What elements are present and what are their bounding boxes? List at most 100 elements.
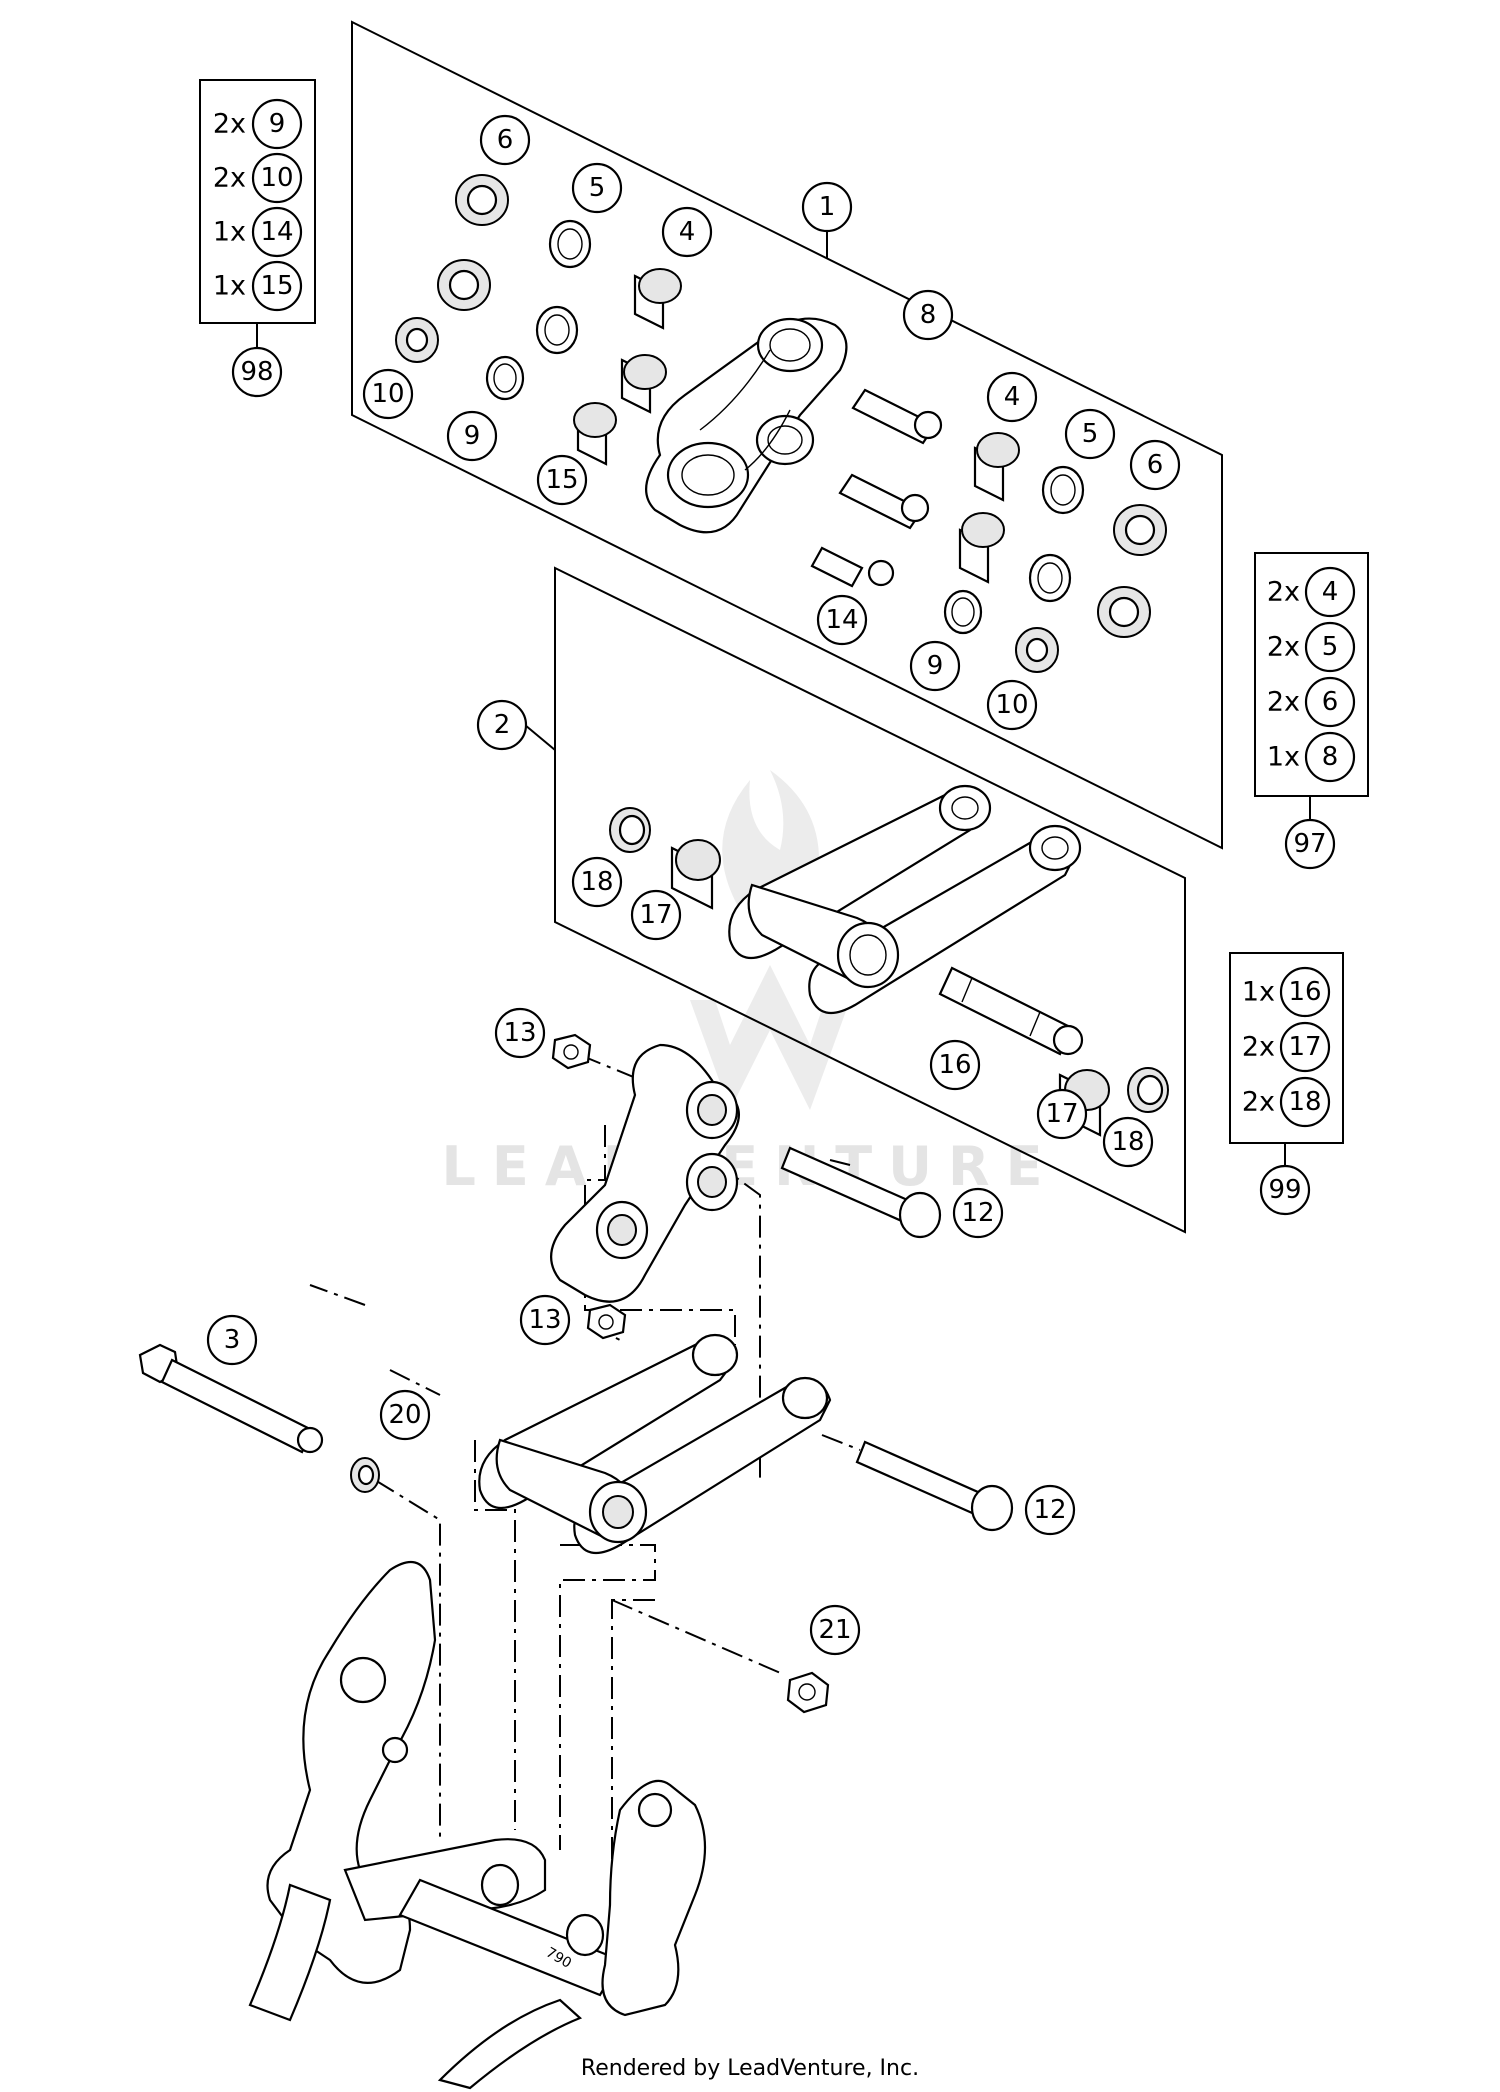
svg-text:12: 12 xyxy=(1033,1495,1066,1525)
callout-6[interactable]: 6 xyxy=(479,114,531,166)
svg-text:6: 6 xyxy=(1322,687,1339,717)
callout-12[interactable]: 12 xyxy=(952,1187,1004,1239)
seal-part[interactable] xyxy=(1113,504,1167,556)
svg-text:2x: 2x xyxy=(1267,632,1300,663)
svg-text:18: 18 xyxy=(1111,1127,1144,1157)
svg-text:1x: 1x xyxy=(213,271,246,302)
sleeve-part[interactable] xyxy=(838,473,930,530)
svg-text:17: 17 xyxy=(1288,1032,1321,1062)
bearing-part[interactable] xyxy=(1015,627,1059,673)
flange-nut-part[interactable] xyxy=(786,1671,830,1714)
pivot-bolt-part[interactable] xyxy=(780,1146,942,1239)
svg-text:21: 21 xyxy=(818,1615,851,1645)
sleeve-part[interactable] xyxy=(851,388,943,445)
washer-part[interactable] xyxy=(548,219,592,269)
callout-17[interactable]: 17 xyxy=(1036,1088,1088,1140)
svg-text:2x: 2x xyxy=(1267,687,1300,718)
svg-text:2x: 2x xyxy=(213,109,246,140)
callout-3[interactable]: 3 xyxy=(206,1314,258,1366)
sleeve-part[interactable] xyxy=(810,546,895,588)
callout-5[interactable]: 5 xyxy=(1064,408,1116,460)
svg-text:5: 5 xyxy=(1082,419,1099,449)
callout-1[interactable]: 1 xyxy=(801,181,853,233)
svg-text:8: 8 xyxy=(920,300,937,330)
callout-15[interactable]: 15 xyxy=(536,454,588,506)
bushing-part[interactable] xyxy=(633,268,682,330)
svg-text:4: 4 xyxy=(1322,577,1339,607)
washer-part[interactable] xyxy=(1028,553,1072,603)
pivot-lever-part[interactable] xyxy=(645,317,848,534)
assembled-linkage-rods[interactable] xyxy=(478,1333,832,1555)
callout-10[interactable]: 10 xyxy=(986,679,1038,731)
svg-text:97: 97 xyxy=(1293,829,1326,859)
callout-98[interactable]: 98 xyxy=(231,346,283,398)
svg-text:9: 9 xyxy=(269,109,286,139)
callout-14[interactable]: 14 xyxy=(816,594,868,646)
callout-5[interactable]: 5 xyxy=(571,162,623,214)
callout-9[interactable]: 9 xyxy=(909,640,961,692)
svg-text:9: 9 xyxy=(927,651,944,681)
svg-text:16: 16 xyxy=(938,1050,971,1080)
bushing-part[interactable] xyxy=(958,512,1005,584)
svg-text:1: 1 xyxy=(819,192,836,222)
svg-text:4: 4 xyxy=(679,217,696,247)
callout-16[interactable]: 16 xyxy=(929,1039,981,1091)
svg-text:10: 10 xyxy=(371,379,404,409)
kit-box-99: 1x 16 2x 17 2x 18 xyxy=(1229,952,1344,1167)
callout-99[interactable]: 99 xyxy=(1259,1164,1311,1216)
long-bolt-part[interactable] xyxy=(138,1343,324,1454)
callout-97[interactable]: 97 xyxy=(1284,818,1336,870)
svg-text:18: 18 xyxy=(580,867,613,897)
bushing-part[interactable] xyxy=(573,402,617,466)
flange-nut-part[interactable] xyxy=(586,1303,627,1340)
svg-text:17: 17 xyxy=(1045,1099,1078,1129)
assembled-pivot-lever[interactable] xyxy=(550,1043,740,1303)
washer-part[interactable] xyxy=(485,355,525,401)
callout-8[interactable]: 8 xyxy=(902,289,954,341)
callout-17[interactable]: 17 xyxy=(630,889,682,941)
callout-21[interactable]: 21 xyxy=(809,1604,861,1656)
seal-part[interactable] xyxy=(455,174,509,226)
callout-18[interactable]: 18 xyxy=(571,856,623,908)
washer-part[interactable] xyxy=(535,305,579,355)
callout-18[interactable]: 18 xyxy=(1102,1116,1154,1168)
seal-part[interactable] xyxy=(437,259,491,311)
callout-20[interactable]: 20 xyxy=(379,1389,431,1441)
callout-12[interactable]: 12 xyxy=(1024,1484,1076,1536)
washer-part[interactable] xyxy=(350,1457,380,1493)
bushing-part[interactable] xyxy=(670,839,721,910)
callout-13[interactable]: 13 xyxy=(494,1007,546,1059)
callout-4[interactable]: 4 xyxy=(661,206,713,258)
svg-text:14: 14 xyxy=(260,217,293,247)
svg-text:6: 6 xyxy=(497,125,514,155)
seal-part[interactable] xyxy=(609,807,651,853)
callout-9[interactable]: 9 xyxy=(446,410,498,462)
svg-text:15: 15 xyxy=(260,271,293,301)
svg-text:4: 4 xyxy=(1004,382,1021,412)
svg-text:15: 15 xyxy=(545,465,578,495)
svg-text:98: 98 xyxy=(240,357,273,387)
callout-4[interactable]: 4 xyxy=(986,371,1038,423)
linkage-rod-part[interactable] xyxy=(728,784,1082,1015)
svg-text:5: 5 xyxy=(1322,632,1339,662)
bushing-part[interactable] xyxy=(620,354,667,414)
flange-nut-part[interactable] xyxy=(551,1033,592,1070)
callout-10[interactable]: 10 xyxy=(362,368,414,420)
seal-part[interactable] xyxy=(1127,1067,1169,1113)
svg-text:6: 6 xyxy=(1147,450,1164,480)
bushing-part[interactable] xyxy=(973,432,1020,502)
svg-text:2x: 2x xyxy=(1242,1032,1275,1063)
svg-text:17: 17 xyxy=(639,900,672,930)
pivot-pin-part[interactable] xyxy=(938,966,1084,1056)
pivot-bolt-part[interactable] xyxy=(855,1440,1014,1532)
callout-13[interactable]: 13 xyxy=(519,1294,571,1346)
svg-text:13: 13 xyxy=(503,1018,536,1048)
washer-part[interactable] xyxy=(1041,465,1085,515)
washer-part[interactable] xyxy=(943,589,983,635)
bearing-part[interactable] xyxy=(395,317,439,363)
svg-text:5: 5 xyxy=(589,173,606,203)
seal-part[interactable] xyxy=(1097,586,1151,638)
callout-6[interactable]: 6 xyxy=(1129,439,1181,491)
callout-2[interactable]: 2 xyxy=(476,699,528,751)
